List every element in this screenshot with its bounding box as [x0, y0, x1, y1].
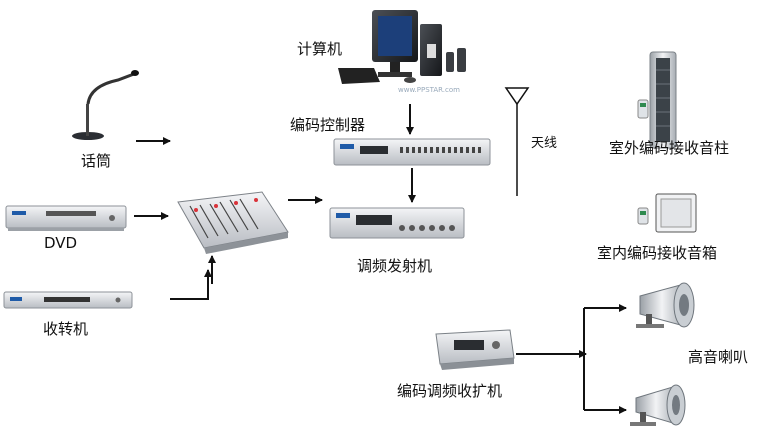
outdoor-column-speaker-icon: [637, 51, 677, 149]
label-horn: 高音喇叭: [688, 348, 749, 366]
label-outdoor-column: 室外编码接收音柱: [609, 139, 730, 157]
label-encoder-controller: 编码控制器: [290, 116, 366, 134]
watermark: www.PPSTAR.com: [398, 86, 460, 94]
label-microphone: 话筒: [81, 152, 112, 170]
receiver-amplifier-icon: [435, 329, 515, 370]
label-computer: 计算机: [297, 40, 343, 58]
computer-icon: www.PPSTAR.com: [338, 10, 466, 94]
label-radio-receiver: 收转机: [43, 320, 89, 338]
label-antenna: 天线: [531, 136, 558, 151]
dvd-player-icon: [5, 205, 127, 231]
antenna-icon: [504, 87, 530, 196]
label-fm-transmitter: 调频发射机: [357, 257, 433, 275]
horn-speaker-icon-2: [630, 384, 686, 426]
radio-receiver-icon: [3, 291, 133, 309]
encoder-controller-icon: [333, 138, 491, 166]
label-receiver-amplifier: 编码调频收扩机: [397, 382, 503, 400]
mixer-icon: [177, 191, 289, 254]
indoor-speaker-box-icon: [637, 193, 697, 233]
label-indoor-box: 室内编码接收音箱: [597, 244, 718, 262]
fm-transmitter-icon: [329, 207, 465, 239]
label-dvd: DVD: [44, 234, 78, 252]
arrow-radio-to-mixer: [170, 269, 212, 300]
microphone-icon: [72, 70, 139, 140]
horn-speaker-icon: [636, 282, 695, 328]
connection-arrows: [134, 104, 627, 414]
